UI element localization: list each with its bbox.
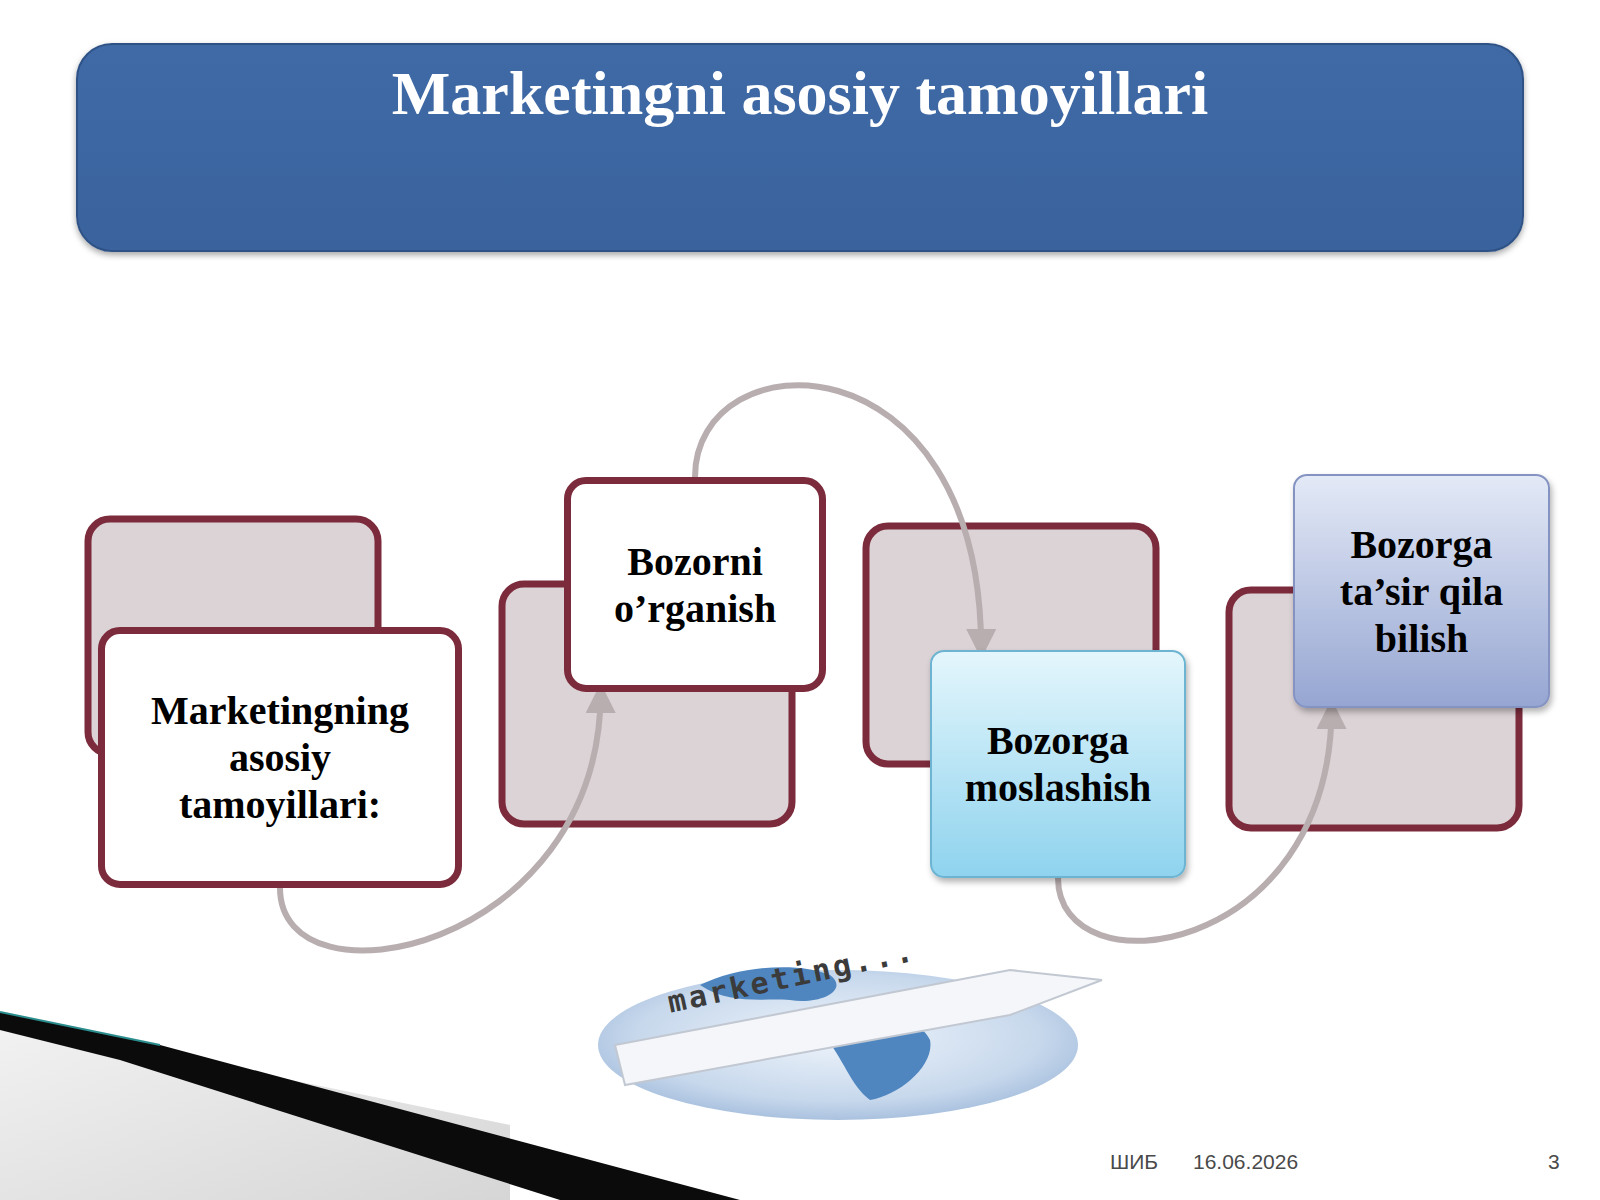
box-text: Bozorga ta’sir qila bilish (1313, 521, 1530, 662)
box-text: Bozorni o’rganish (589, 538, 801, 632)
slide-title: Marketingni asosiy tamoyillari (76, 58, 1524, 129)
footer-text: ШИБ (1110, 1150, 1158, 1174)
teal-line (0, 1012, 160, 1045)
slide-number: 3 (1548, 1150, 1560, 1174)
box-text: Marketingning asosiy tamoyillari: (123, 687, 437, 828)
principle-box: Bozorga ta’sir qila bilish (1293, 474, 1550, 708)
principle-box: Bozorni o’rganish (564, 477, 826, 692)
box-text: Bozorga moslashish (950, 717, 1166, 811)
footer-date: 16.06.2026 (1193, 1150, 1298, 1174)
principle-box: Bozorga moslashish (930, 650, 1186, 878)
principle-box: Marketingning asosiy tamoyillari: (98, 627, 462, 888)
